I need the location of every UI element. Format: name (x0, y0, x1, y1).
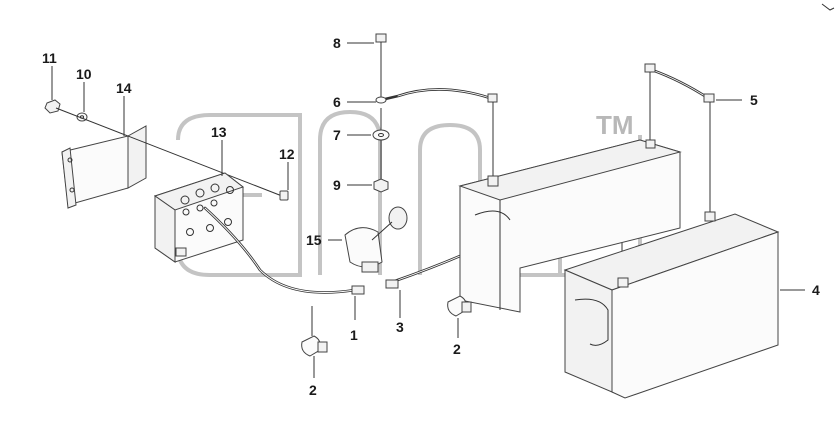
nut-part-9 (373, 178, 389, 193)
callout-7: 7 (333, 127, 341, 143)
callout-11: 11 (42, 50, 57, 66)
callout-2-right: 2 (453, 341, 461, 357)
washer-part-7 (372, 129, 390, 141)
cable-part-1 (203, 206, 365, 295)
cable-part-6 (375, 88, 498, 178)
leader-lines (51, 42, 805, 378)
callout-1: 1 (350, 327, 358, 343)
bolt-part-12 (279, 190, 289, 201)
switch-box-part-13 (153, 172, 245, 263)
callout-9: 9 (333, 177, 341, 193)
nut-part-11 (44, 99, 61, 114)
callout-3: 3 (396, 319, 404, 335)
switch-part-15 (344, 206, 408, 273)
callout-14: 14 (116, 80, 132, 96)
watermark-tm: TM (596, 110, 634, 140)
bracket-part-14 (61, 125, 147, 209)
terminal-cap-part-2-right (447, 295, 472, 317)
bolt-axis (55, 107, 283, 197)
battery-part-4 (563, 211, 780, 399)
terminal-cap-part-2-left (301, 306, 328, 357)
corner-mark (821, 3, 835, 11)
callout-8: 8 (333, 35, 341, 51)
bolt-part-8 (375, 33, 387, 182)
callout-2-left: 2 (309, 382, 317, 398)
callout-15: 15 (306, 232, 322, 248)
callout-4: 4 (812, 282, 820, 298)
battery-rear (458, 139, 682, 313)
callout-13: 13 (211, 124, 227, 140)
callout-5: 5 (750, 92, 758, 108)
callout-6: 6 (333, 94, 341, 110)
callout-10: 10 (76, 66, 92, 82)
cable-part-5 (644, 63, 715, 214)
callout-12: 12 (279, 146, 295, 162)
